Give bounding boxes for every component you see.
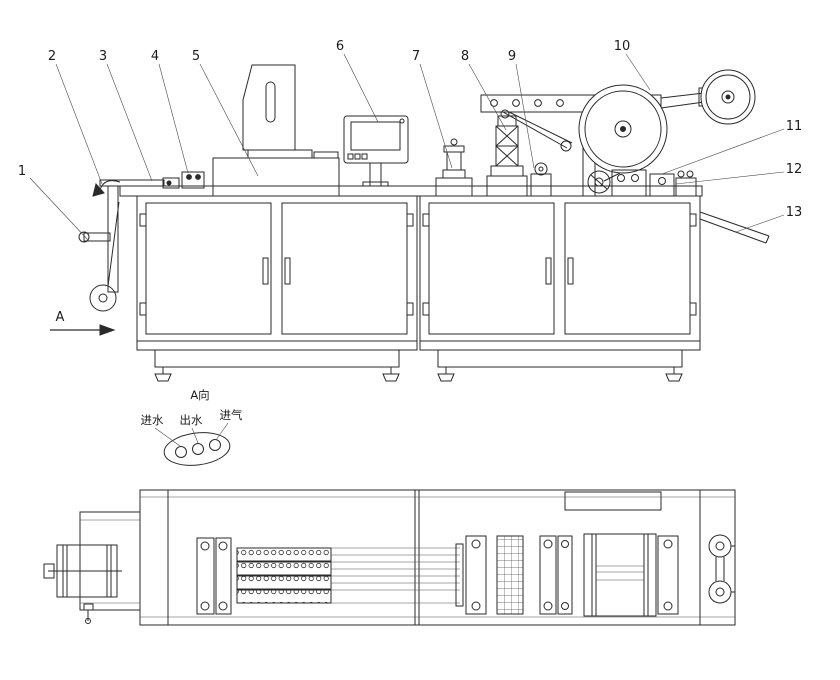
door (281, 202, 408, 335)
blister-band (236, 589, 332, 604)
plan-sealing-area (465, 491, 679, 617)
film-roll (89, 284, 117, 312)
hinge (689, 213, 697, 227)
deck-small-parts (162, 171, 205, 189)
right-cabinet (419, 195, 701, 368)
blister-band (236, 547, 332, 562)
plinth (437, 350, 683, 368)
film-path-arrow (99, 180, 121, 191)
guide-roller (78, 231, 90, 243)
reel-assembly (480, 69, 756, 197)
machine-feet (154, 367, 683, 382)
plan-roller (583, 533, 657, 617)
door-handle (567, 257, 574, 285)
section-label: A (56, 310, 65, 325)
port-detail: A向 进水 出水 进气 (141, 388, 243, 466)
door (564, 202, 691, 335)
plan-view (43, 489, 736, 626)
water-inlet-label: 进水 (141, 413, 164, 427)
column-slot (265, 81, 276, 123)
callout-8: 8 (461, 49, 469, 64)
discharge-chute (699, 211, 770, 244)
plan-forming-area (196, 537, 464, 615)
callout-11: 11 (786, 119, 803, 134)
monitor-screen (350, 121, 401, 151)
hinge (689, 302, 697, 316)
door (145, 202, 272, 335)
unwind-assembly (78, 180, 121, 312)
forming-station (212, 64, 340, 197)
monitor (343, 115, 409, 164)
water-outlet-port (192, 443, 204, 455)
blister-band (236, 575, 332, 590)
plan-seal-grid (496, 535, 524, 615)
plinth (154, 350, 400, 368)
panel-button (361, 153, 368, 160)
callout-4: 4 (151, 49, 159, 64)
panel-button (354, 153, 361, 160)
callout-9: 9 (508, 49, 516, 64)
blister-band (236, 561, 332, 576)
door-handle (284, 257, 291, 285)
hinge (422, 213, 430, 227)
door (428, 202, 555, 335)
panel-button (347, 153, 354, 160)
front-view: A 1 2 3 4 5 6 7 8 9 10 (18, 39, 802, 382)
callout-numbers: 1 2 3 4 5 6 7 8 9 10 11 12 13 (18, 39, 802, 220)
callout-12: 12 (786, 162, 803, 177)
hinge (139, 302, 147, 316)
water-inlet-port (175, 446, 187, 458)
roller-cluster (587, 169, 697, 197)
hinge (406, 302, 414, 316)
arrowhead (99, 324, 116, 336)
arrowhead (92, 182, 105, 197)
callout-6: 6 (336, 39, 344, 54)
station-7 (435, 138, 473, 197)
port-flange (163, 432, 231, 466)
door-handle (262, 257, 269, 285)
station-8 (486, 115, 528, 197)
callout-7: 7 (412, 49, 420, 64)
callout-3: 3 (99, 49, 107, 64)
a-direction-label: A向 (190, 388, 209, 402)
plan-unwind (43, 511, 141, 624)
control-panel (343, 115, 409, 187)
plan-end-wheels (708, 534, 735, 604)
callout-13: 13 (786, 205, 803, 220)
callout-leaders (29, 53, 785, 241)
hinge (139, 213, 147, 227)
section-arrow (50, 324, 116, 336)
callout-5: 5 (192, 49, 200, 64)
callout-10: 10 (614, 39, 631, 54)
hinge (422, 302, 430, 316)
air-inlet-port (209, 439, 221, 451)
water-outlet-label: 出水 (180, 413, 203, 427)
station-9 (530, 162, 552, 197)
door-handle (545, 257, 552, 285)
callout-2: 2 (48, 49, 56, 64)
callout-1: 1 (18, 164, 26, 179)
left-cabinet (136, 195, 418, 368)
air-inlet-label: 进气 (220, 408, 243, 422)
hinge (406, 213, 414, 227)
